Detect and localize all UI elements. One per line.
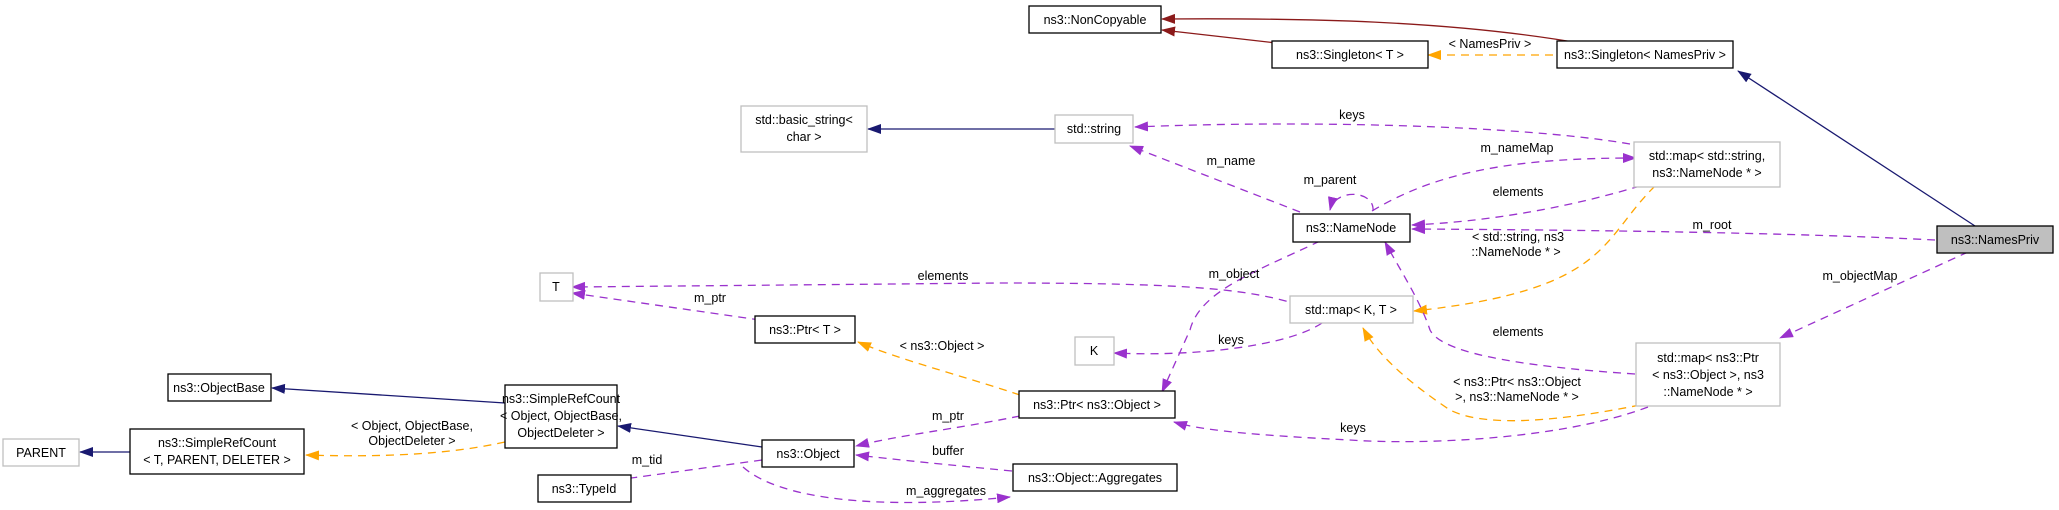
edge-label-m-object: m_object	[1209, 267, 1260, 281]
node-basic-string-label-1: std::basic_string<	[755, 113, 853, 127]
edge-m-parent	[1328, 193, 1374, 212]
node-map-ptr-label-2: < ns3::Object >, ns3	[1652, 368, 1764, 382]
node-simplerefcount-t-label-2: < T, PARENT, DELETER >	[143, 453, 291, 467]
edge-string-map-template	[1413, 185, 1656, 315]
node-ptr-object[interactable]: ns3::Ptr< ns3::Object >	[1018, 390, 1176, 419]
node-map-ptr-label-1: std::map< ns3::Ptr	[1657, 351, 1759, 365]
edge-buffer	[855, 451, 1013, 472]
node-ptr-t[interactable]: ns3::Ptr< T >	[754, 315, 856, 344]
node-ptr-t-label: ns3::Ptr< T >	[769, 323, 841, 337]
edge-label-elements-map-ptr: elements	[1493, 325, 1544, 339]
node-t[interactable]: T	[539, 272, 574, 302]
edge-label-keys-top: keys	[1339, 108, 1365, 122]
edge-namespriv-to-singleton	[1737, 70, 1976, 227]
edge-object-to-src	[617, 422, 763, 448]
node-basic-string-label-2: char >	[786, 130, 821, 144]
edge-ptr-map-template	[1362, 327, 1641, 422]
edge-label-ptr-tmpl-l2: >, ns3::NameNode * >	[1455, 390, 1579, 404]
edge-label-src-tmpl-l1: < Object, ObjectBase,	[351, 419, 473, 433]
edge-label-m-namemap: m_nameMap	[1481, 141, 1554, 155]
node-namenode-label: ns3::NameNode	[1306, 221, 1396, 235]
node-typeid[interactable]: ns3::TypeId	[537, 474, 632, 503]
edge-label-namespriv-tmpl: < NamesPriv >	[1449, 37, 1532, 51]
edge-m-namemap	[1371, 153, 1637, 212]
node-objectbase[interactable]: ns3::ObjectBase	[167, 373, 272, 402]
node-map-ptr[interactable]: std::map< ns3::Ptr < ns3::Object >, ns3 …	[1635, 342, 1781, 407]
node-parent-label: PARENT	[16, 446, 66, 460]
node-simplerefcount-object-label-3: ObjectDeleter >	[517, 426, 604, 440]
edge-label-src-tmpl-l2: ObjectDeleter >	[368, 434, 455, 448]
node-k-label: K	[1090, 344, 1099, 358]
node-singleton-namespriv[interactable]: ns3::Singleton< NamesPriv >	[1556, 40, 1734, 69]
edge-label-keys-ptr: keys	[1340, 421, 1366, 435]
node-map-kt-label: std::map< K, T >	[1305, 303, 1397, 317]
edge-src-obj-to-objectbase	[271, 383, 506, 404]
node-object-label: ns3::Object	[776, 447, 840, 461]
node-object[interactable]: ns3::Object	[761, 439, 855, 468]
edge-label-elements-t: elements	[918, 269, 969, 283]
edge-label-buffer: buffer	[932, 444, 964, 458]
edge-m-ptr-t	[571, 289, 761, 321]
node-noncopyable-label: ns3::NonCopyable	[1044, 13, 1147, 27]
edge-label-m-ptr-obj: m_ptr	[932, 409, 964, 423]
node-map-string-label-2: ns3::NameNode * >	[1652, 166, 1761, 180]
edge-label-object-tmpl: < ns3::Object >	[900, 339, 985, 353]
edge-elements-namenode	[1411, 185, 1641, 230]
edge-label-string-tmpl-l1: < std::string, ns3	[1472, 230, 1564, 244]
node-simplerefcount-object[interactable]: ns3::SimpleRefCount < Object, ObjectBase…	[500, 384, 622, 449]
edge-m-name	[1129, 145, 1301, 213]
node-ptr-object-label: ns3::Ptr< ns3::Object >	[1033, 398, 1161, 412]
node-t-label: T	[552, 280, 560, 294]
edge-label-m-ptr-t: m_ptr	[694, 291, 726, 305]
node-singleton-t-label: ns3::Singleton< T >	[1296, 48, 1404, 62]
edge-singleton-t-to-noncopyable	[1161, 26, 1286, 45]
edge-label-m-objectmap: m_objectMap	[1822, 269, 1897, 283]
edge-singleton-namespriv-to-noncopyable	[1161, 13, 1586, 45]
edge-elements-t	[571, 281, 1301, 306]
edge-label-m-name: m_name	[1207, 154, 1256, 168]
node-aggregates-label: ns3::Object::Aggregates	[1028, 471, 1162, 485]
node-simplerefcount-t[interactable]: ns3::SimpleRefCount < T, PARENT, DELETER…	[129, 428, 305, 475]
node-simplerefcount-t-label-1: ns3::SimpleRefCount	[158, 436, 277, 450]
edge-m-object	[1161, 240, 1321, 393]
node-std-string[interactable]: std::string	[1054, 114, 1134, 144]
edge-keys-top	[1134, 121, 1631, 145]
node-parent[interactable]: PARENT	[2, 438, 80, 467]
edge-label-string-tmpl-l2: ::NameNode * >	[1471, 245, 1560, 259]
node-singleton-namespriv-label: ns3::Singleton< NamesPriv >	[1564, 48, 1726, 62]
node-map-string-label-1: std::map< std::string,	[1649, 149, 1765, 163]
edge-elements-map-ptr	[1384, 241, 1636, 375]
node-simplerefcount-object-label-1: ns3::SimpleRefCount	[502, 392, 621, 406]
edge-label-m-root: m_root	[1693, 218, 1732, 232]
edge-label-m-parent: m_parent	[1304, 173, 1357, 187]
edge-label-m-tid: m_tid	[632, 453, 663, 467]
node-aggregates[interactable]: ns3::Object::Aggregates	[1012, 463, 1178, 492]
node-objectbase-label: ns3::ObjectBase	[173, 381, 265, 395]
edge-m-root	[1411, 224, 1936, 241]
node-map-ptr-label-3: ::NameNode * >	[1663, 385, 1752, 399]
node-namenode[interactable]: ns3::NameNode	[1292, 213, 1411, 243]
edge-keys-k	[1113, 322, 1323, 359]
edge-label-elements-namenode: elements	[1493, 185, 1544, 199]
edge-ptr-template	[857, 341, 1021, 396]
edge-label-m-aggregates: m_aggregates	[906, 484, 986, 498]
node-map-string[interactable]: std::map< std::string, ns3::NameNode * >	[1633, 141, 1781, 188]
node-basic-string[interactable]: std::basic_string< char >	[740, 105, 868, 153]
node-singleton-t[interactable]: ns3::Singleton< T >	[1271, 40, 1429, 69]
node-namespriv[interactable]: ns3::NamesPriv	[1936, 225, 2054, 254]
edge-src-template	[305, 441, 506, 461]
node-namespriv-label: ns3::NamesPriv	[1951, 233, 2040, 247]
edge-label-ptr-tmpl-l1: < ns3::Ptr< ns3::Object	[1453, 375, 1581, 389]
edge-label-keys-k: keys	[1218, 333, 1244, 347]
edge-keys-ptr	[1173, 406, 1649, 443]
node-simplerefcount-object-label-2: < Object, ObjectBase,	[500, 409, 622, 423]
node-map-kt[interactable]: std::map< K, T >	[1289, 295, 1414, 324]
node-k[interactable]: K	[1074, 336, 1115, 366]
node-std-string-label: std::string	[1067, 122, 1121, 136]
edge-m-aggregates	[742, 466, 1011, 504]
node-typeid-label: ns3::TypeId	[552, 482, 617, 496]
edge-m-objectmap	[1779, 251, 1969, 339]
node-noncopyable[interactable]: ns3::NonCopyable	[1028, 5, 1162, 34]
